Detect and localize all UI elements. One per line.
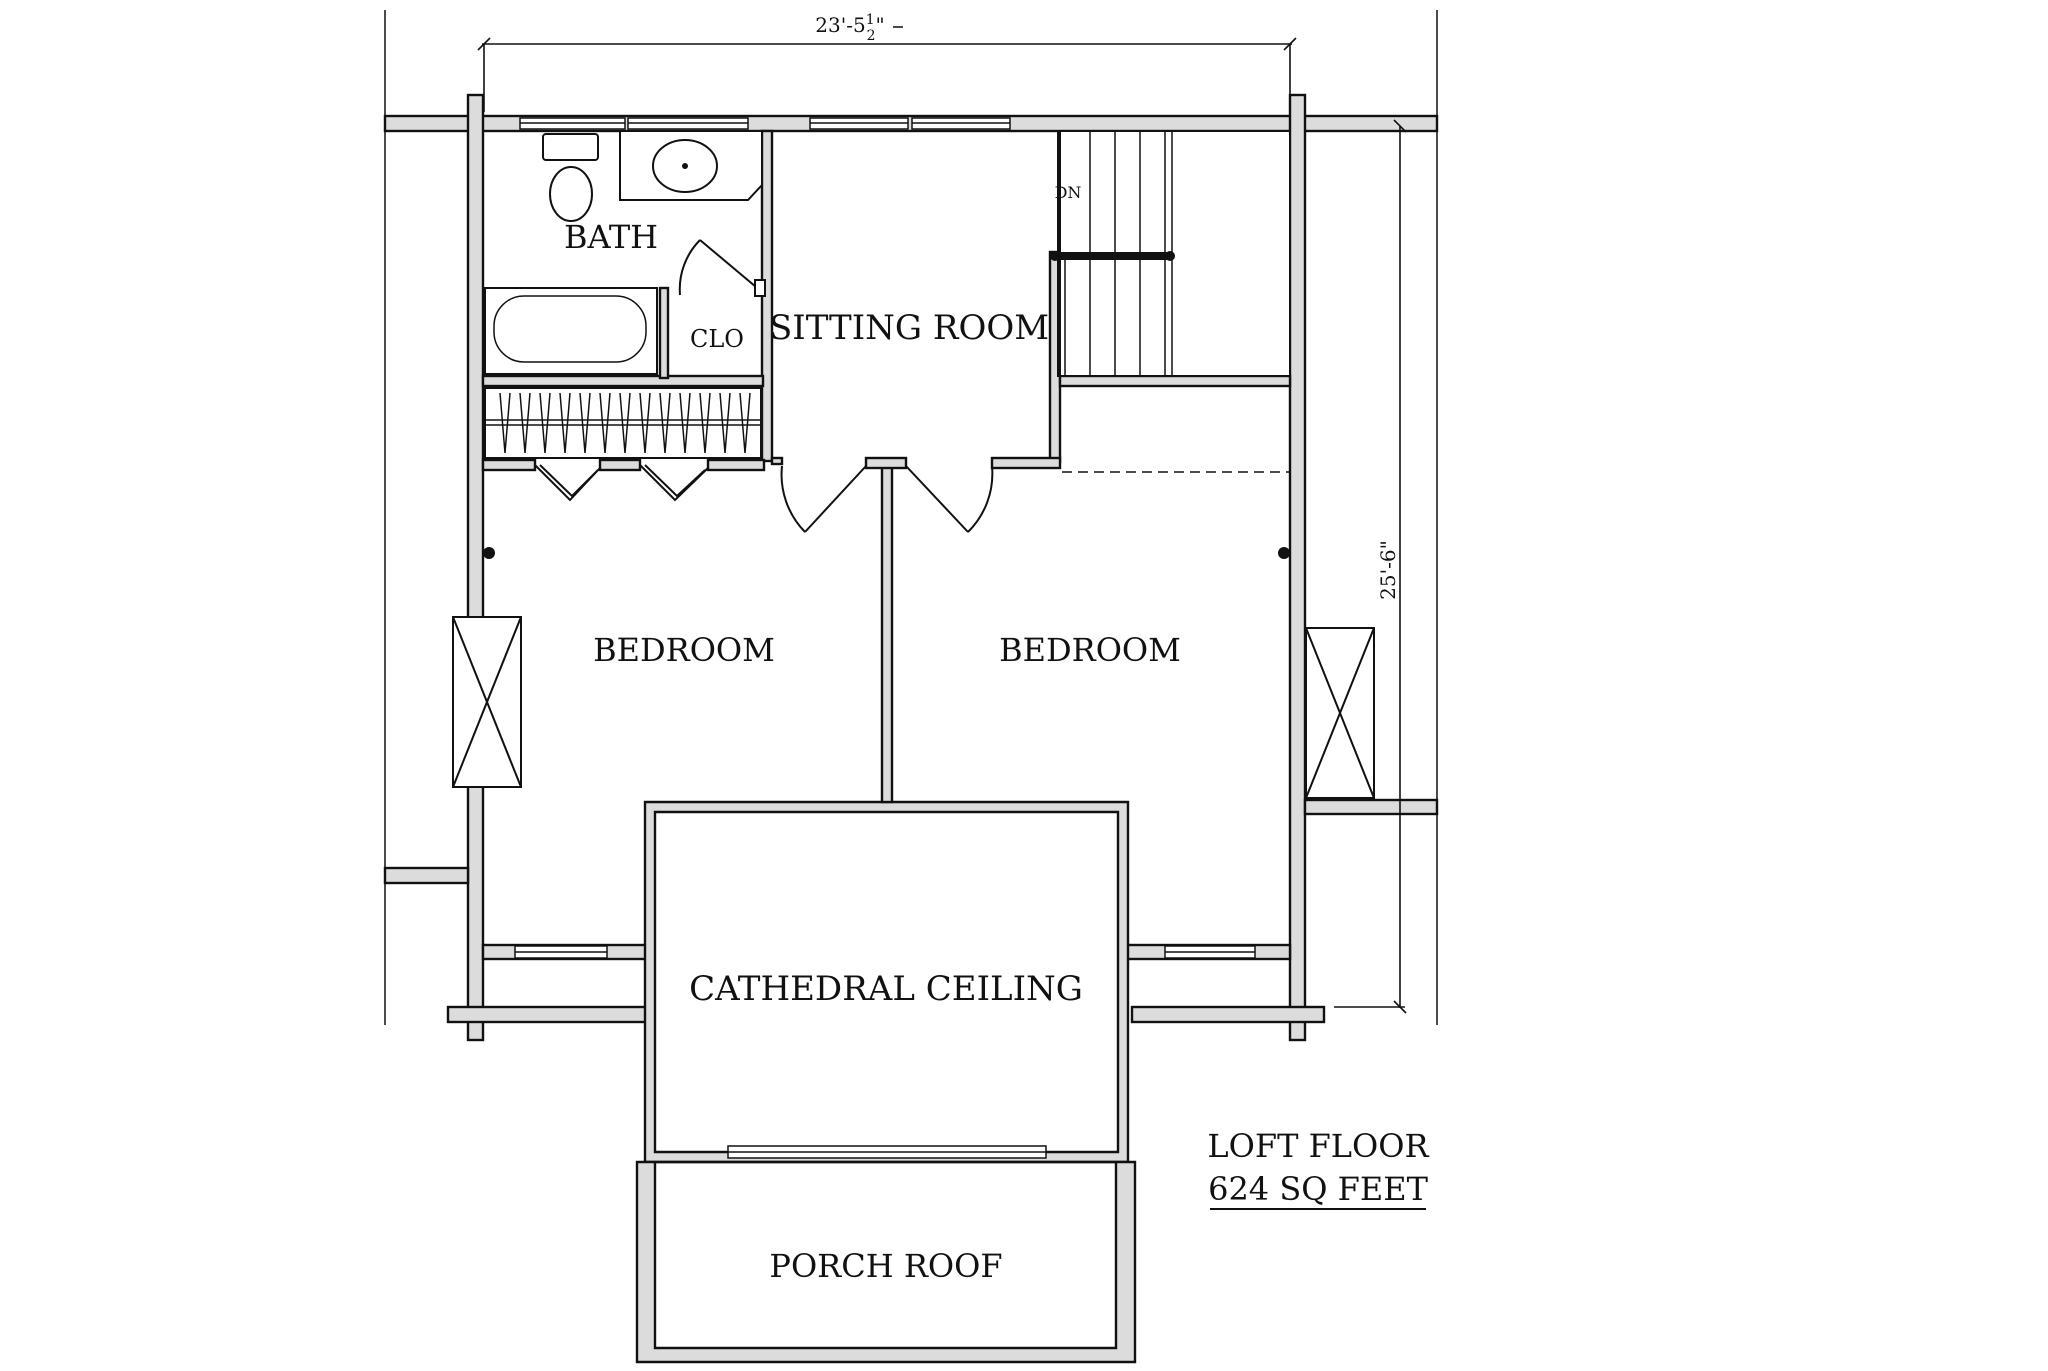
right-wall [1288,93,1307,1042]
wardrobe-bifold-left [534,464,601,502]
wardrobe-hangers [499,392,751,454]
bottom-wall-left-outer [446,1005,650,1024]
sitting-room-label: SITTING ROOM [769,308,1049,348]
left-post-dot [483,547,495,559]
closet-label: CLO [690,325,744,353]
center-partition [880,463,894,804]
windows [514,117,1256,1159]
left-wall [466,93,485,1042]
side-vents [452,547,1375,799]
dimension-lines [477,37,1407,1014]
toilet-tank [542,133,599,161]
title-line-2: 624 SQ FEET [1208,1170,1429,1208]
wardrobe-bottom-wall-mid [598,458,642,472]
stair-handrail [1052,252,1170,260]
right-x-box [1305,627,1375,799]
stair-bottom-wall [1058,374,1292,388]
sink-drain-icon [682,163,688,169]
cathedral-ceiling-label: CATHEDRAL CEILING [689,969,1083,1009]
wardrobe-bifold-right [639,464,709,502]
closet-left-wall [658,286,670,380]
bath-door-jamb [754,279,766,297]
bottom-wall-right-outer [1130,1005,1326,1024]
stairs [1050,130,1291,473]
right-bedroom-door [905,465,994,533]
bath-label: BATH [564,218,658,256]
right-post-dot [1278,547,1290,559]
bedroom-right-label: BEDROOM [999,631,1181,669]
toilet-bowl-icon [549,166,593,222]
left-x-box [452,616,522,788]
left-log-extension [383,866,470,885]
left-bedroom-door [780,465,867,533]
right-log-extension [1303,798,1439,816]
page-guide-lines [384,10,1438,1025]
bathtub-inner [493,295,647,363]
bath-fixtures [484,130,766,375]
sitting-corridor-wall-left [770,456,784,466]
wardrobe-bottom-wall-right [706,458,766,472]
wardrobe-bottom-wall-left [481,458,537,472]
stair-down-label: DN [1055,183,1082,202]
wardrobe [484,387,762,502]
center-door-stop [864,456,908,470]
bedroom-doors [780,465,994,533]
porch-roof-frame [635,1160,1137,1364]
bath-door-swing [678,239,763,296]
porch-roof-label: PORCH ROOF [769,1247,1002,1285]
sitting-corridor-wall-right [990,456,1062,470]
title-line-1: LOFT FLOOR [1207,1127,1429,1165]
bedroom-left-label: BEDROOM [593,631,775,669]
dimension-depth-label: 25'-6" [1376,540,1400,600]
bath-bottom-wall [481,374,765,388]
